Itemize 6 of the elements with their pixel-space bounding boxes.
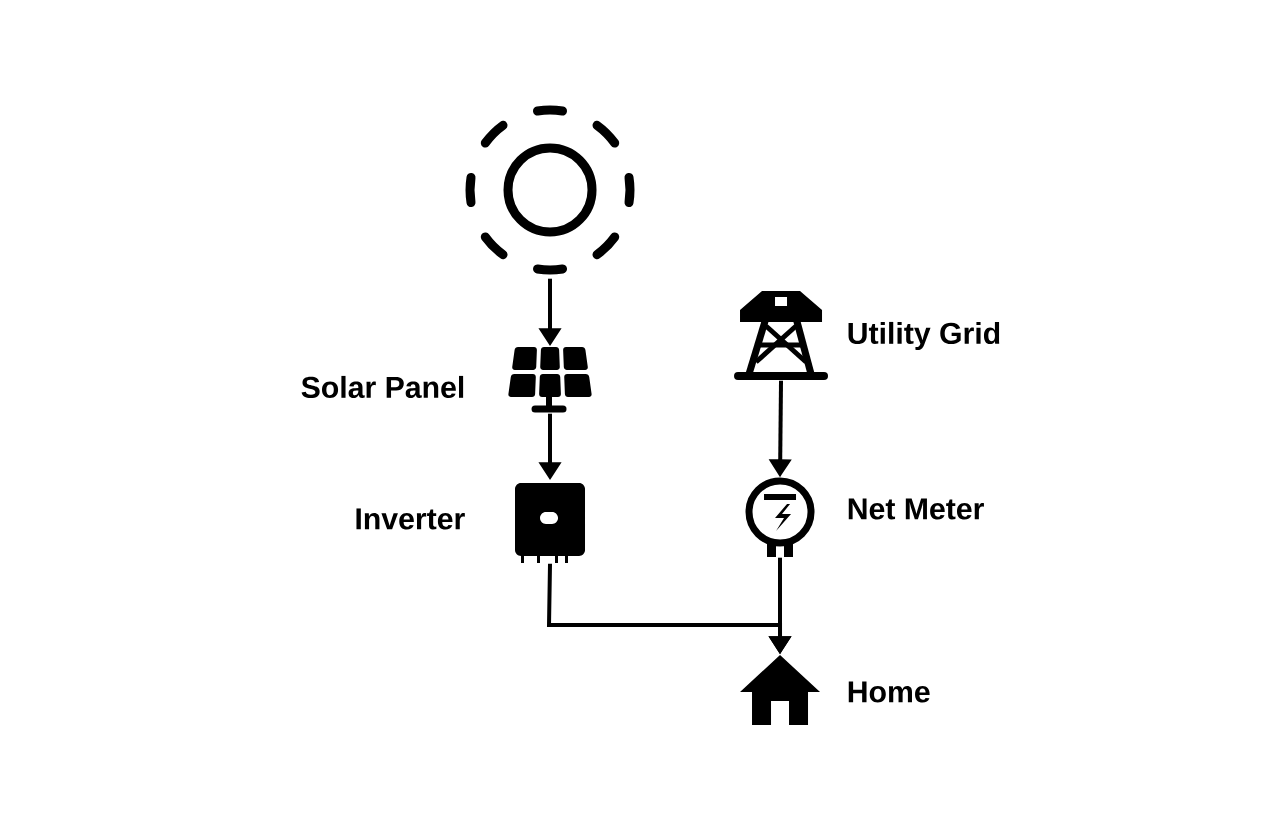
node-label: Utility Grid	[848, 321, 1000, 351]
node-label: Net Meter	[848, 498, 984, 520]
node-label: Inverter	[356, 508, 465, 530]
sun-drawing	[465, 105, 635, 275]
node-label: Solar Panel	[301, 375, 464, 399]
node-label: Home	[848, 681, 930, 703]
